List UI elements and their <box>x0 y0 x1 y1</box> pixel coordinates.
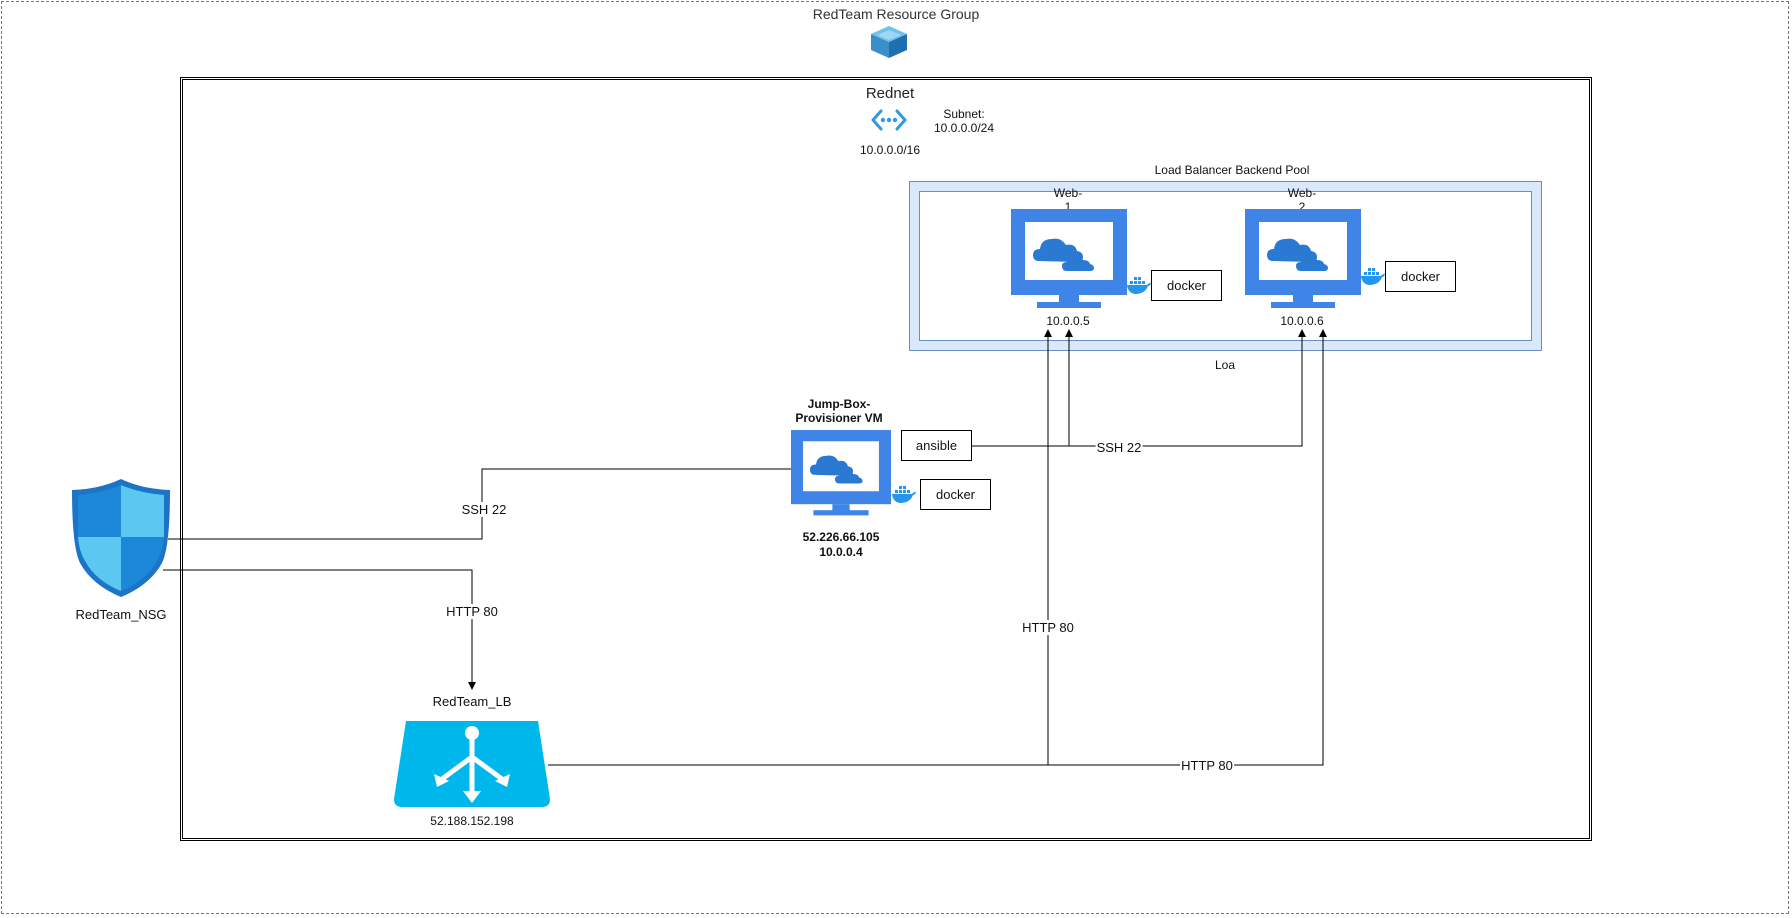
jumpbox-docker-icon <box>892 486 916 503</box>
edge-ansible-to-web1 <box>972 329 1073 447</box>
edge-label-nsg-lb: HTTP 80 <box>445 604 499 619</box>
jumpbox-docker-box: docker <box>920 479 991 510</box>
web2-docker-box: docker <box>1385 261 1456 292</box>
backend-pool-label: Load Balancer Backend Pool <box>1154 163 1310 177</box>
lb-label: RedTeam_LB <box>432 694 512 709</box>
lb-ip: 52.188.152.198 <box>430 814 514 828</box>
edge-ansible-to-web2 <box>1069 329 1306 447</box>
web1-docker-box: docker <box>1151 270 1222 301</box>
edge-lb-to-web1 <box>548 329 1052 766</box>
web1-vm-monitor-icon <box>1011 209 1127 308</box>
edge-label-lb-web1: HTTP 80 <box>1021 620 1075 635</box>
web1-ip: 10.0.0.5 <box>1046 314 1090 328</box>
ansible-box: ansible <box>901 430 972 461</box>
web2-docker-icon <box>1361 268 1385 285</box>
web2-ip: 10.0.0.6 <box>1280 314 1324 328</box>
edge-label-nsg-jumpbox: SSH 22 <box>460 502 508 517</box>
edge-label-lb-web2: HTTP 80 <box>1180 758 1234 773</box>
nsg-label: RedTeam_NSG <box>75 607 167 622</box>
resource-group-label: RedTeam Resource Group <box>812 6 980 22</box>
jumpbox-vm-monitor-icon <box>791 430 891 516</box>
web2-vm-monitor-icon <box>1245 209 1361 308</box>
web1-name: Web- 1 <box>1053 186 1083 214</box>
jumpbox-ips: 52.226.66.105 10.0.0.4 <box>802 530 880 559</box>
subnet-label: Subnet: 10.0.0.0/24 <box>933 107 995 135</box>
resource-group-cube-icon <box>871 26 907 58</box>
load-balancer-icon <box>394 721 550 807</box>
edge-label-ansible-webs: SSH 22 <box>1095 440 1143 455</box>
jumpbox-name: Jump-Box- Provisioner VM <box>795 397 883 425</box>
vnet-border <box>180 77 1592 841</box>
edge-lb-to-web2 <box>1048 329 1327 766</box>
web2-name: Web- 2 <box>1287 186 1317 214</box>
backend-pool-sub-label: Loa <box>1214 358 1236 372</box>
edge-nsg-to-lb <box>163 569 476 690</box>
web1-docker-icon <box>1127 277 1151 294</box>
virtual-network-icon <box>871 109 907 131</box>
network-security-group-shield-icon <box>72 479 170 597</box>
vnet-label: Rednet <box>865 85 915 102</box>
vnet-address: 10.0.0.0/16 <box>859 143 921 157</box>
